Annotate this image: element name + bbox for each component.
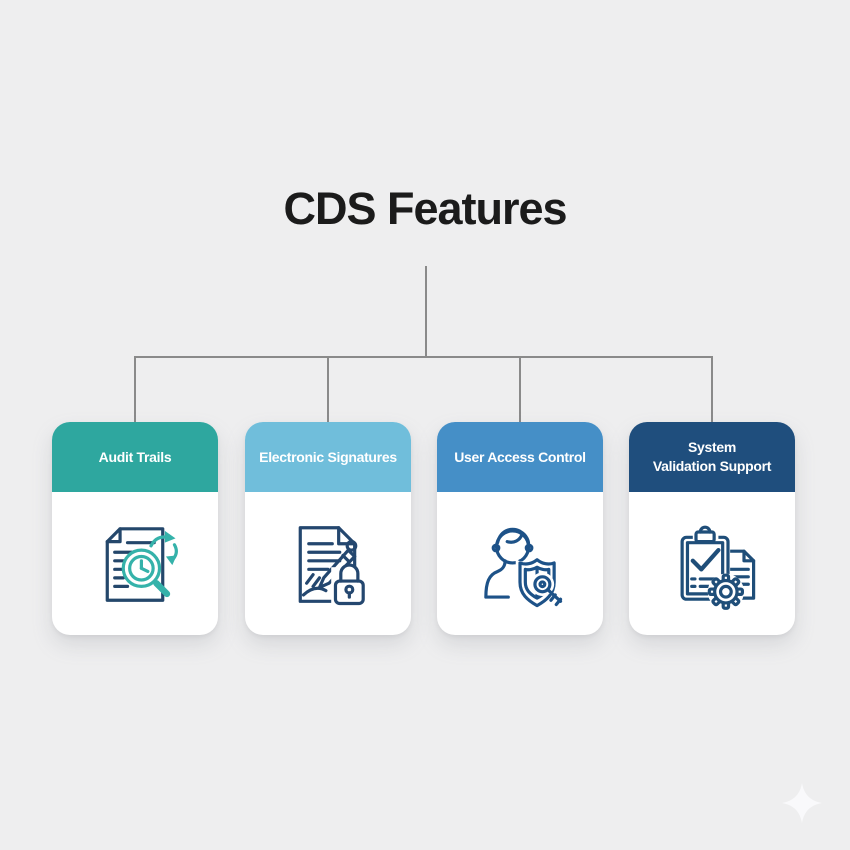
card-header-user-access-control: User Access Control — [437, 422, 603, 492]
card-body-audit-trails — [52, 492, 218, 635]
sparkle-shape — [782, 783, 822, 823]
card-body-system-validation-support — [629, 492, 795, 635]
document-pen-signature-lock-icon — [298, 525, 369, 608]
card-header-audit-trails: Audit Trails — [52, 422, 218, 492]
card-header-system-validation-support: System Validation Support — [629, 422, 795, 492]
person-shield-key-icon — [484, 527, 563, 610]
clipboard-check-document-gear-icon — [677, 525, 756, 610]
card-header-electronic-signatures: Electronic Signatures — [245, 422, 411, 492]
page-title: CDS Features — [283, 183, 567, 234]
connector-drop-audit-trails — [134, 356, 136, 423]
connector-drop-electronic-signatures — [327, 356, 329, 423]
card-user-access-control: User Access Control — [437, 422, 603, 635]
card-system-validation-support: System Validation Support — [629, 422, 795, 635]
connector-stem — [425, 266, 427, 357]
card-audit-trails: Audit Trails — [52, 422, 218, 635]
card-body-user-access-control — [437, 492, 603, 635]
card-electronic-signatures: Electronic Signatures — [245, 422, 411, 635]
connector-drop-system-validation — [711, 356, 713, 423]
document-magnifier-clock-refresh-icon — [105, 526, 178, 602]
sparkle-icon — [782, 783, 822, 823]
connector-horizontal-bar — [134, 356, 713, 358]
connector-drop-user-access-control — [519, 356, 521, 423]
card-body-electronic-signatures — [245, 492, 411, 635]
